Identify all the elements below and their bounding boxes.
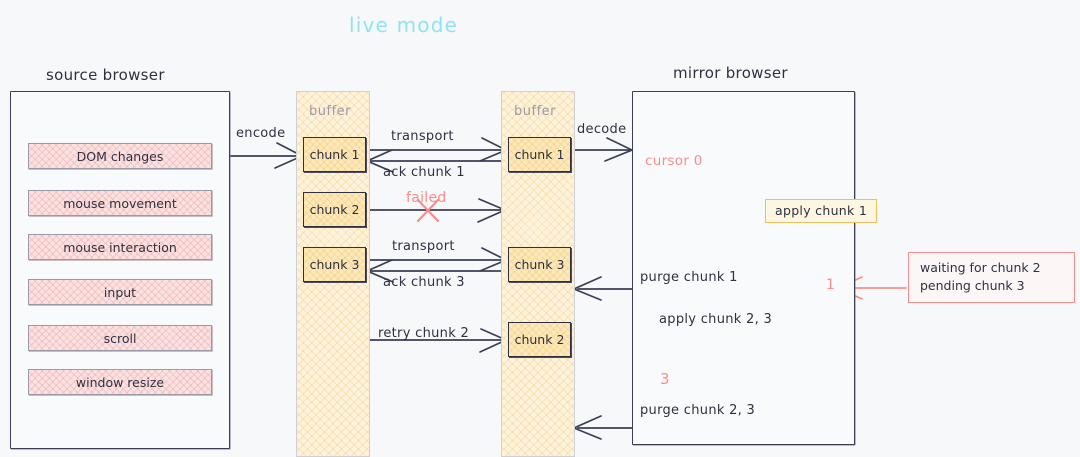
arrow-label-failed: failed — [406, 190, 447, 206]
callout-waiting-line-1: waiting for chunk 2 — [920, 260, 1041, 275]
source-buffer-chunk: chunk 1 — [303, 137, 366, 172]
arrow-label-apply-chunk-23: apply chunk 2, 3 — [659, 312, 773, 327]
arrow-label-transport-2: transport — [392, 239, 455, 254]
source-browser-title: source browser — [46, 66, 165, 84]
source-buffer-chunk: chunk 2 — [303, 192, 366, 227]
arrow-label-ack-chunk-1: ack chunk 1 — [383, 165, 465, 180]
arrow-label-transport-1: transport — [391, 129, 454, 144]
list-item: window resize — [28, 369, 212, 395]
mirror-browser-container — [632, 91, 855, 445]
callout-waiting-pending: waiting for chunk 2 pending chunk 3 — [908, 252, 1075, 303]
arrow-label-ack-chunk-3: ack chunk 3 — [383, 275, 465, 290]
mirror-browser-title: mirror browser — [673, 64, 788, 82]
callout-waiting-line-2: pending chunk 3 — [920, 278, 1025, 293]
cursor-position-label: cursor 0 — [645, 153, 703, 169]
list-item: scroll — [28, 325, 212, 351]
arrow-label-decode: decode — [577, 122, 627, 137]
list-item: DOM changes — [28, 143, 212, 169]
diagram-title: live mode — [349, 13, 459, 37]
mirror-buffer-chunk: chunk 3 — [508, 247, 571, 282]
cursor-marker-1: 1 — [826, 277, 836, 293]
arrow-label-retry-chunk-2: retry chunk 2 — [378, 326, 470, 341]
arrow-label-purge-chunk-23: purge chunk 2, 3 — [640, 403, 756, 418]
list-item: mouse interaction — [28, 234, 212, 260]
mirror-buffer-label: buffer — [514, 104, 556, 119]
list-item: mouse movement — [28, 190, 212, 216]
cursor-marker-3: 3 — [660, 370, 670, 388]
source-buffer-chunk: chunk 3 — [303, 247, 366, 282]
list-item: input — [28, 279, 212, 305]
mirror-buffer-chunk: chunk 1 — [508, 137, 571, 172]
arrow-label-purge-chunk-1: purge chunk 1 — [640, 270, 738, 285]
mirror-buffer-chunk: chunk 2 — [508, 322, 571, 357]
callout-apply-chunk-1: apply chunk 1 — [765, 199, 878, 223]
arrow-label-encode: encode — [236, 126, 286, 141]
source-buffer-label: buffer — [309, 104, 351, 119]
